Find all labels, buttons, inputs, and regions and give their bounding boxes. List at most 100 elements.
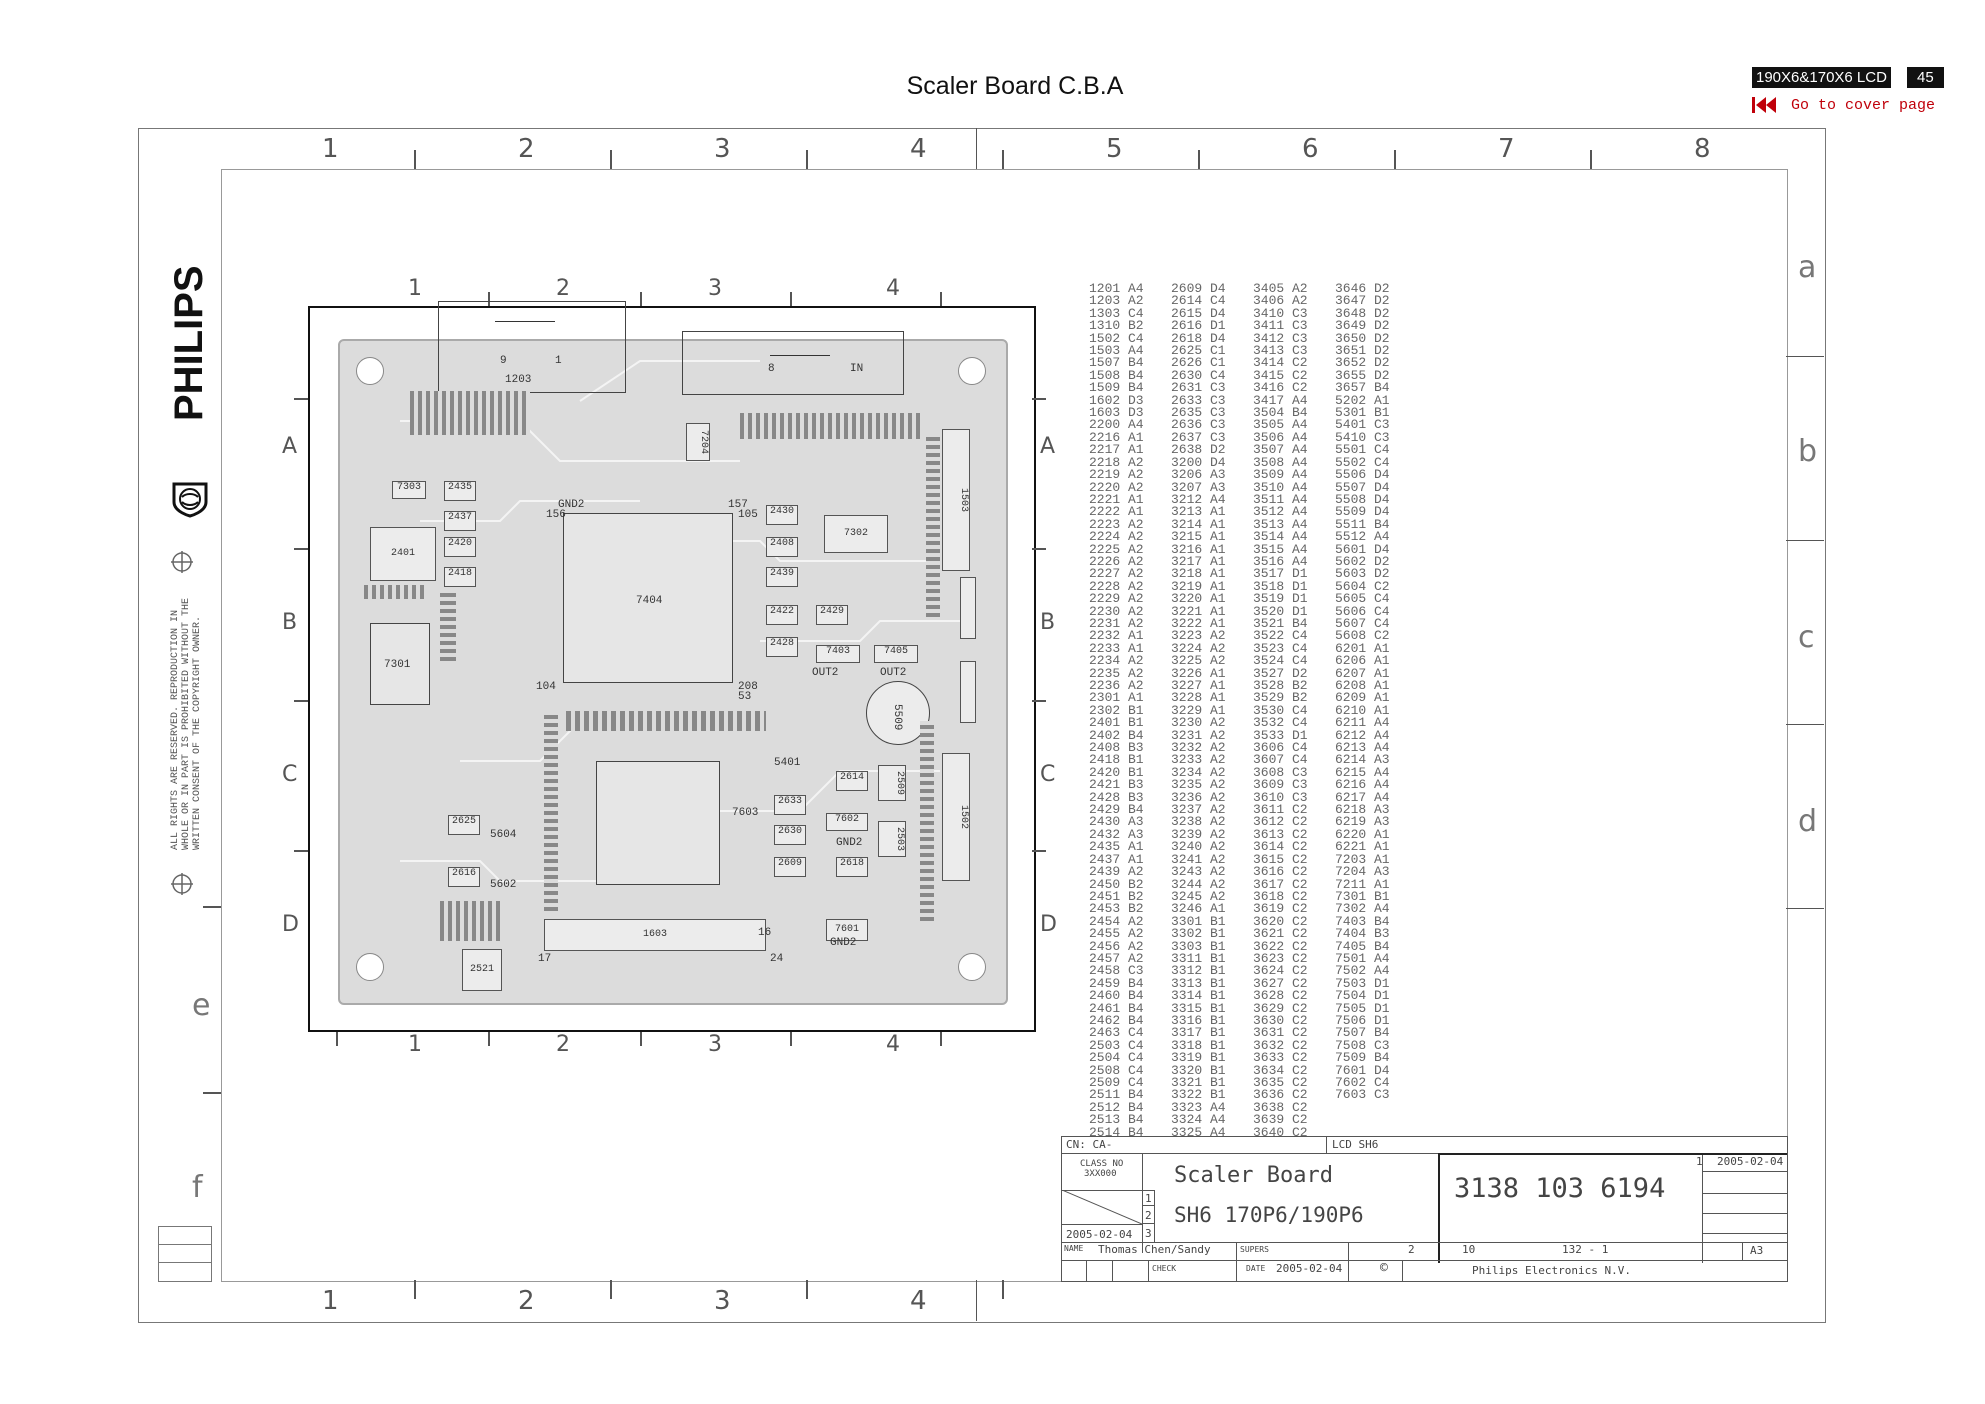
location-entry: 5601 D4 bbox=[1335, 541, 1390, 557]
chip-7404 bbox=[563, 513, 733, 683]
component-2401: 2401 bbox=[370, 527, 436, 581]
location-entry: 3517 D1 bbox=[1253, 566, 1308, 582]
location-entry: 3523 C4 bbox=[1253, 640, 1308, 656]
location-entry: 3233 A2 bbox=[1171, 752, 1226, 768]
location-entry: 3635 C2 bbox=[1253, 1075, 1308, 1090]
location-entry: 2225 A2 bbox=[1089, 541, 1144, 557]
location-entry: 3410 C3 bbox=[1253, 305, 1308, 321]
location-entry: 3650 D2 bbox=[1335, 330, 1390, 346]
location-entry: 3519 D1 bbox=[1253, 591, 1308, 607]
location-entry: 7404 B3 bbox=[1335, 926, 1390, 942]
rev-i: 1 bbox=[1696, 1155, 1703, 1168]
location-entry: 2233 A1 bbox=[1089, 640, 1144, 656]
smd-cluster bbox=[410, 391, 530, 435]
location-entry: 2451 B2 bbox=[1089, 888, 1144, 904]
location-entry: 2504 C4 bbox=[1089, 1050, 1144, 1066]
location-entry: 3321 B1 bbox=[1171, 1075, 1226, 1090]
location-entry: 2231 A2 bbox=[1089, 615, 1144, 631]
location-entry: 3613 C2 bbox=[1253, 826, 1308, 842]
go-to-cover-link[interactable]: Go to cover page bbox=[1752, 97, 1935, 114]
pin-label: 9 bbox=[500, 355, 507, 367]
location-entry: 3224 A2 bbox=[1171, 640, 1226, 656]
location-entry: 3200 D4 bbox=[1171, 454, 1226, 470]
location-entry: 3323 A4 bbox=[1171, 1099, 1226, 1115]
location-entry: 6221 A1 bbox=[1335, 839, 1390, 855]
location-entry: 3522 C4 bbox=[1253, 628, 1308, 644]
name-label: NAME bbox=[1064, 1244, 1084, 1253]
location-entry: 3245 A2 bbox=[1171, 888, 1226, 904]
location-entry: 1508 B4 bbox=[1089, 367, 1144, 383]
location-entry: 6210 A1 bbox=[1335, 702, 1390, 718]
location-entry: 5511 B4 bbox=[1335, 516, 1390, 532]
chip-7301 bbox=[370, 623, 430, 705]
board-col-4: 4 bbox=[886, 276, 900, 301]
location-entry: 3316 B1 bbox=[1171, 1012, 1226, 1028]
location-entry: 2631 C3 bbox=[1171, 380, 1226, 396]
board-row-a-right: A bbox=[1040, 434, 1056, 459]
component-label: 7404 bbox=[636, 595, 663, 607]
location-entry: 3217 A1 bbox=[1171, 553, 1226, 569]
location-entry: 7403 B4 bbox=[1335, 913, 1390, 929]
grid-row-f: f bbox=[192, 1170, 203, 1205]
grid-col-3: 3 bbox=[714, 134, 731, 164]
location-entry: 3512 A4 bbox=[1253, 504, 1308, 520]
location-entry: 6209 A1 bbox=[1335, 690, 1390, 706]
page-number-badge: 45 bbox=[1907, 67, 1944, 88]
pin-label: 53 bbox=[738, 691, 752, 703]
location-entry: 7405 B4 bbox=[1335, 938, 1390, 954]
location-entry: 2232 A1 bbox=[1089, 628, 1144, 644]
location-entry: 6208 A1 bbox=[1335, 678, 1390, 693]
location-entry: 3634 C2 bbox=[1253, 1062, 1308, 1078]
location-entry: 2429 B4 bbox=[1089, 802, 1144, 818]
component-2418: 2418 bbox=[444, 567, 476, 587]
philips-wordmark: PHILIPS bbox=[168, 265, 208, 421]
location-entry: 3628 C2 bbox=[1253, 988, 1308, 1004]
grid-bottom-3: 3 bbox=[714, 1286, 731, 1316]
location-entry: 5604 C2 bbox=[1335, 578, 1390, 594]
location-entry: 3219 A1 bbox=[1171, 578, 1226, 594]
location-entry: 5607 C4 bbox=[1335, 615, 1390, 631]
location-entry: 7506 D1 bbox=[1335, 1012, 1390, 1028]
location-entry: 3218 A1 bbox=[1171, 566, 1226, 582]
location-entry: 2453 B2 bbox=[1089, 901, 1144, 917]
component-2439: 2439 bbox=[766, 567, 798, 587]
location-entry: 2638 D2 bbox=[1171, 442, 1226, 458]
location-entry: 2618 D4 bbox=[1171, 330, 1226, 346]
location-entry: 6213 A4 bbox=[1335, 740, 1390, 756]
location-entry: 3412 C3 bbox=[1253, 330, 1308, 346]
location-entry: 2463 C4 bbox=[1089, 1025, 1144, 1041]
location-entry: 1503 A4 bbox=[1089, 343, 1144, 359]
component-2503: 2503 bbox=[878, 821, 906, 857]
location-entry: 2514 B4 bbox=[1089, 1124, 1144, 1140]
location-entry: 3212 A4 bbox=[1171, 491, 1226, 507]
smd-cluster bbox=[920, 721, 934, 921]
component-2428: 2428 bbox=[766, 637, 798, 657]
location-entry: 3302 B1 bbox=[1171, 926, 1226, 942]
location-entry: 2217 A1 bbox=[1089, 442, 1144, 458]
pin-label: 156 bbox=[546, 509, 566, 521]
location-entry: 3646 D2 bbox=[1335, 281, 1390, 296]
board-col-3: 3 bbox=[708, 276, 722, 301]
location-entry: 3611 C2 bbox=[1253, 802, 1308, 818]
location-entry: 7302 A4 bbox=[1335, 901, 1390, 917]
grid-row-a: a bbox=[1798, 250, 1817, 285]
location-entry: 3222 A1 bbox=[1171, 615, 1226, 631]
location-entry: 2454 A2 bbox=[1089, 913, 1144, 929]
location-entry: 3651 D2 bbox=[1335, 343, 1390, 359]
location-entry: 3652 D2 bbox=[1335, 355, 1390, 371]
location-entry: 3505 A4 bbox=[1253, 417, 1308, 433]
location-entry: 2630 C4 bbox=[1171, 367, 1226, 383]
location-entry: 2457 A2 bbox=[1089, 950, 1144, 966]
location-entry: 3325 A4 bbox=[1171, 1124, 1226, 1140]
location-entry: 7301 B1 bbox=[1335, 888, 1390, 904]
pin-label: 1 bbox=[555, 355, 562, 367]
arrow-left-icon bbox=[770, 355, 830, 356]
location-entry: 2302 B1 bbox=[1089, 702, 1144, 718]
component-2521: 2521 bbox=[462, 949, 502, 991]
location-entry: 3511 A4 bbox=[1253, 491, 1308, 507]
location-entry: 3616 C2 bbox=[1253, 864, 1308, 880]
location-entry: 3608 C3 bbox=[1253, 764, 1308, 780]
pin-label: 24 bbox=[770, 953, 784, 965]
sheet-10: 10 bbox=[1462, 1243, 1476, 1256]
